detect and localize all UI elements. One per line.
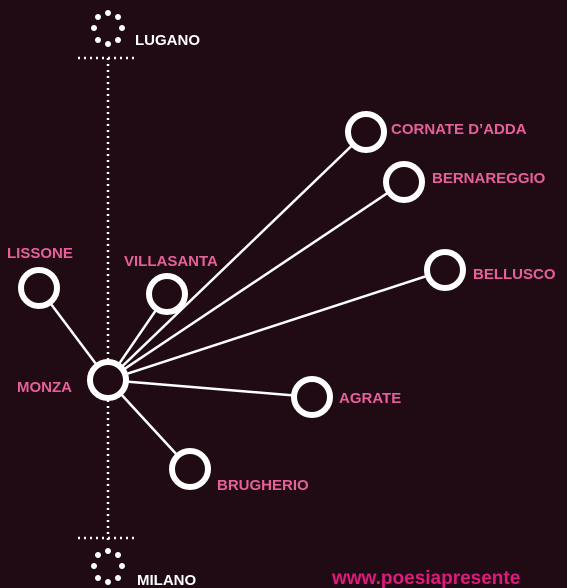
cornate-label: CORNATE D’ADDA xyxy=(391,121,527,138)
link-agrate xyxy=(107,378,313,399)
lugano-label: LUGANO xyxy=(135,32,200,49)
monza-node xyxy=(87,359,129,401)
cornate-node xyxy=(345,111,387,153)
villasanta-node xyxy=(146,273,188,315)
milano-label: MILANO xyxy=(137,572,196,588)
bellusco-node xyxy=(424,249,466,291)
website-link[interactable]: www.poesiapresente xyxy=(331,568,520,588)
bernareggio-node xyxy=(383,161,425,203)
lissone-label: LISSONE xyxy=(7,245,73,262)
link-bellusco xyxy=(107,268,446,382)
link-cornate xyxy=(107,131,367,381)
lissone-node xyxy=(18,267,60,309)
agrate-label: AGRATE xyxy=(339,390,401,407)
bernareggio-label: BERNAREGGIO xyxy=(432,170,546,187)
agrate-node xyxy=(291,376,333,418)
bellusco-label: BELLUSCO xyxy=(473,266,556,283)
villasanta-label: VILLASANTA xyxy=(124,253,218,270)
brugherio-label: BRUGHERIO xyxy=(217,477,309,494)
milano-station-icon xyxy=(91,548,125,585)
monza-label: MONZA xyxy=(17,379,72,396)
brugherio-node xyxy=(169,448,211,490)
lugano-station-icon xyxy=(91,10,125,47)
link-bernareggio xyxy=(107,180,405,382)
